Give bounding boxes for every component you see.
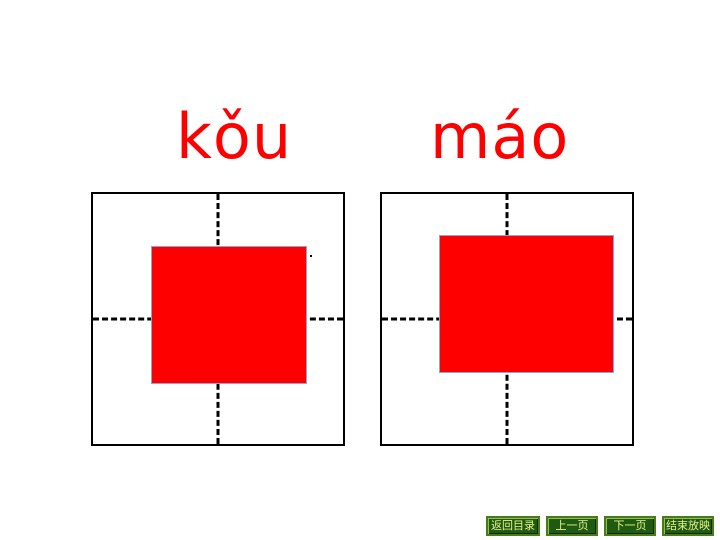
pinyin-mao: máo: [430, 100, 570, 173]
pinyin-kou: kǒu: [176, 100, 293, 173]
previous-page-button[interactable]: 上一页: [546, 516, 598, 536]
next-page-button[interactable]: 下一页: [604, 516, 656, 536]
character-grid-1: [91, 192, 345, 446]
character-grid-2: [380, 192, 634, 446]
stray-dot: [310, 255, 312, 257]
back-to-contents-button[interactable]: 返回目录: [486, 516, 540, 536]
character-cover-2[interactable]: [439, 235, 614, 373]
end-show-button[interactable]: 结束放映: [662, 516, 714, 536]
slide-navigation: 返回目录 上一页 下一页 结束放映: [486, 516, 714, 536]
character-cover-1[interactable]: [151, 246, 307, 384]
